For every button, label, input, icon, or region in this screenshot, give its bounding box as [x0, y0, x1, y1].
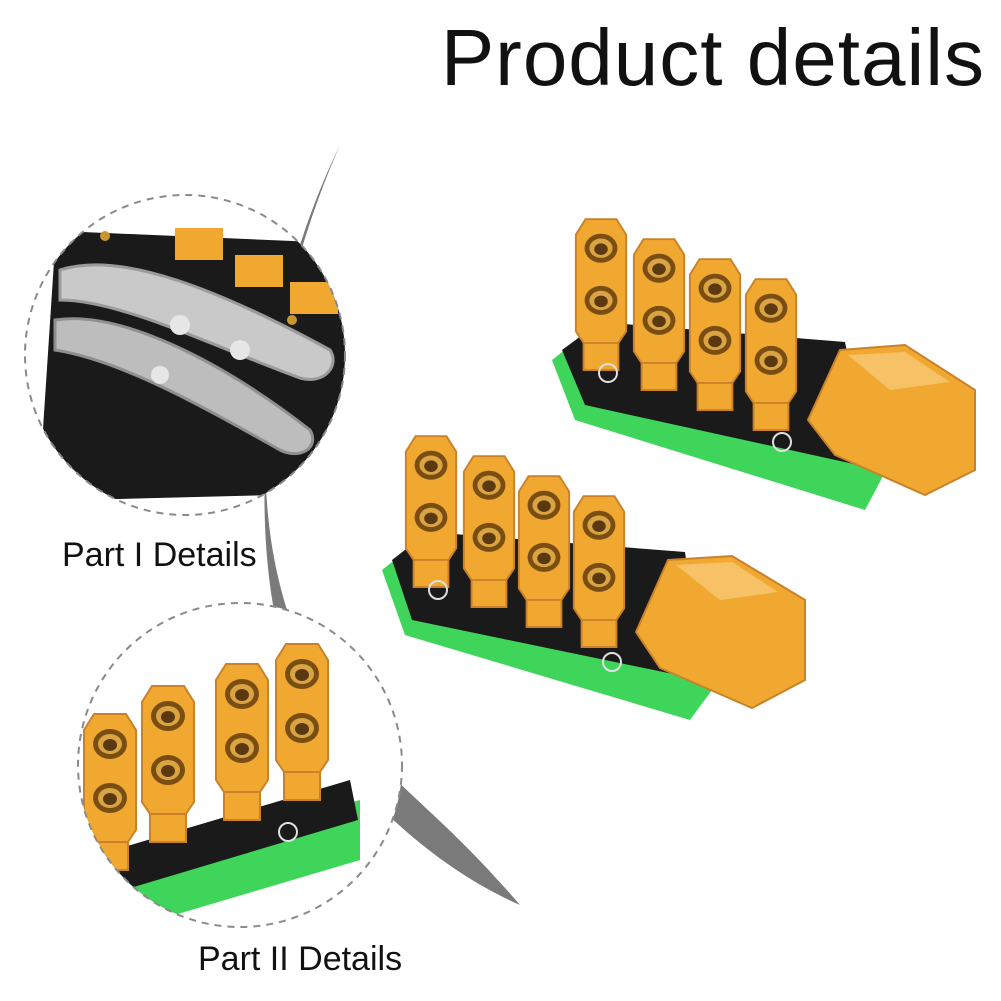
product-board-back	[552, 218, 976, 510]
product-board-front	[382, 435, 806, 720]
part-2-detail	[77, 602, 403, 928]
part-1-caption: Part I Details	[62, 536, 257, 574]
part-2-caption: Part II Details	[198, 940, 403, 978]
part-1-detail	[24, 194, 346, 516]
page-title: Product details	[440, 13, 985, 102]
